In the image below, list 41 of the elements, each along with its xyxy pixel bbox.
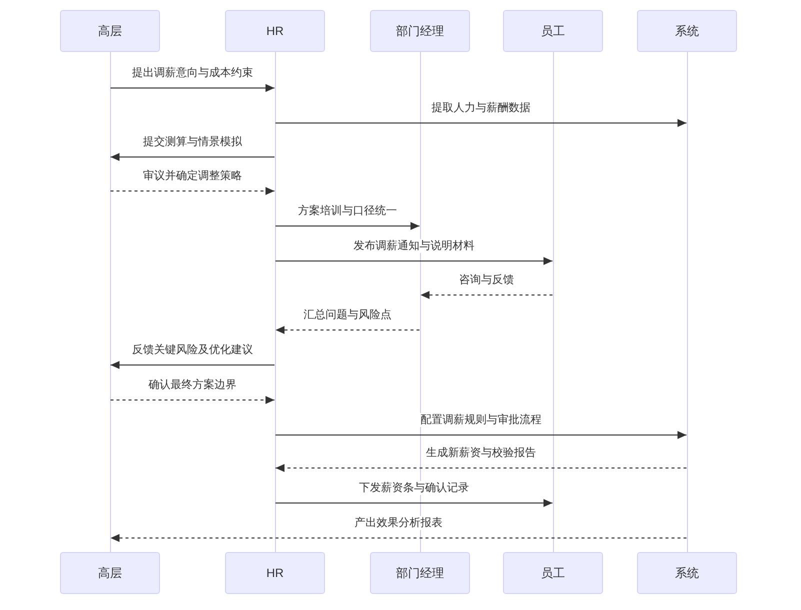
message-arrow — [110, 153, 275, 161]
message-arrow — [275, 119, 687, 127]
message-arrow — [275, 431, 687, 439]
message-arrow — [110, 187, 275, 195]
edge-label: 汇总问题与风险点 — [302, 308, 394, 322]
actor-box: 员工 — [503, 10, 603, 52]
edge-label: 发布调薪通知与说明材料 — [352, 239, 476, 253]
actor-box: 高层 — [60, 552, 160, 594]
message-arrow — [275, 464, 687, 472]
edge-label: 反馈关键风险及优化建议 — [130, 343, 255, 357]
edge-label: 确认最终方案边界 — [146, 378, 238, 392]
message-arrow — [110, 534, 687, 542]
actor-box: 高层 — [60, 10, 160, 52]
message-arrow — [275, 499, 553, 507]
message-arrow — [110, 84, 275, 92]
edge-label: 提交测算与情景模拟 — [141, 135, 244, 149]
edge-label: 审议并确定调整策略 — [141, 169, 244, 183]
actor-box: 部门经理 — [370, 552, 470, 594]
message-arrow — [275, 326, 420, 334]
message-arrow — [275, 257, 553, 265]
lifeline — [686, 52, 688, 552]
edge-label: 提出调薪意向与成本约束 — [130, 66, 255, 80]
actor-box: 系统 — [637, 552, 737, 594]
edge-label: 生成新薪资与校验报告 — [424, 446, 538, 460]
actor-box: 系统 — [637, 10, 737, 52]
edge-label: 方案培训与口径统一 — [296, 204, 399, 218]
message-arrow — [110, 361, 275, 369]
lifeline — [552, 52, 554, 552]
lifeline — [274, 52, 276, 552]
actor-box: HR — [225, 10, 325, 52]
message-arrow — [110, 396, 275, 404]
message-arrow — [275, 222, 420, 230]
actor-box: 部门经理 — [370, 10, 470, 52]
edge-label: 产出效果分析报表 — [352, 516, 444, 530]
edge-label: 咨询与反馈 — [457, 273, 516, 287]
actor-box: HR — [225, 552, 325, 594]
edge-label: 配置调薪规则与审批流程 — [418, 413, 544, 427]
message-arrow — [420, 291, 553, 299]
actor-box: 员工 — [503, 552, 603, 594]
edge-label: 下发薪资条与确认记录 — [357, 481, 471, 495]
edge-label: 提取人力与薪酬数据 — [430, 101, 532, 115]
